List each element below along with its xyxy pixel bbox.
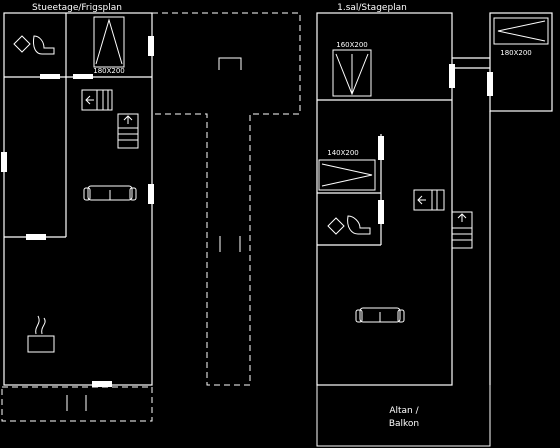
upper-bed-mid-cover [321,163,373,187]
ground-floor-title: Stueetage/Frigsplan [32,3,122,13]
upper-bed-right-frame [493,17,549,45]
upper-bed-right-cover [497,20,546,42]
ground-bed-cover [95,18,123,65]
ground-bed: 180X200 [93,16,125,75]
ground-door-3 [73,74,93,79]
ground-door-5 [148,184,154,204]
upper-floor: 1.sal/Stageplan 160X200 180X200 [316,3,553,447]
upper-door-2 [487,72,493,96]
ground-door-4 [1,152,7,172]
ground-sofa-icon [83,185,137,201]
ground-door-7 [92,381,112,387]
upper-balcony: Altan / Balkon [316,385,491,447]
upper-bed-right: 180X200 [493,17,549,57]
upper-floor-title: 1.sal/Stageplan [337,3,407,13]
ground-door-1 [148,36,154,56]
upper-door-3 [378,136,384,160]
ground-door-6 [26,234,46,240]
balcony-label-line1: Altan / [389,406,419,416]
upper-bed-mid: 140X200 [318,149,376,191]
upper-bed-top: 160X200 [332,41,372,97]
ground-porch-outline [1,386,153,422]
upper-stairs-icon [413,189,473,249]
upper-outer-wall [316,12,453,386]
upper-door-1 [449,64,455,88]
upper-toilet-icon [327,215,371,235]
upper-bed-top-frame [332,49,372,97]
upper-door-4 [378,200,384,224]
upper-sofa-icon [355,307,405,323]
terrace-fixture [218,57,242,70]
upper-annex-wall [489,12,553,112]
ground-stove-icon [27,315,55,353]
ground-bed-size: 180X200 [93,67,125,75]
upper-bed-mid-frame [318,159,376,191]
ground-toilet-icon [13,35,55,55]
ground-bed-frame [93,16,125,68]
upper-bed-right-size: 180X200 [500,49,532,57]
ground-terrace-outline [152,12,301,386]
ground-door-2 [40,74,60,79]
upper-bed-top-size: 160X200 [336,41,368,49]
balcony-outline [316,385,491,447]
ground-floor: Stueetage/Frigsplan 180X200 [1,3,301,422]
ground-stairs-icon [81,89,139,149]
upper-bed-mid-size: 140X200 [327,149,359,157]
balcony-label-line2: Balkon [389,419,419,429]
